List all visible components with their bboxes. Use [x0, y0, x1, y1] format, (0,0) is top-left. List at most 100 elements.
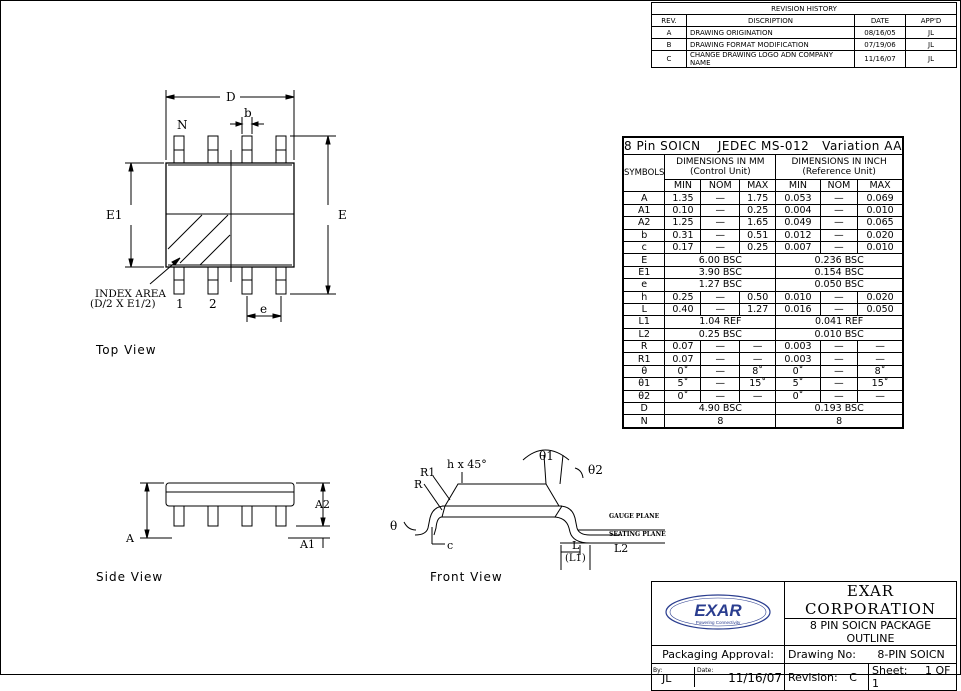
label-theta: θ: [390, 519, 397, 533]
dimension-value: 0.17: [664, 240, 702, 255]
dimension-value: —: [819, 191, 859, 205]
company-name: EXAR CORPORATION: [784, 581, 957, 619]
symbols-header: SYMBOLS: [622, 153, 666, 193]
label-L: L: [572, 539, 580, 552]
revision-cell: JL: [905, 50, 957, 68]
label-b: b: [244, 106, 252, 120]
drawing-number: 8-PIN SOICN: [877, 648, 945, 661]
dimension-value-inch: 8: [775, 414, 904, 429]
revision-label: Revision:: [788, 670, 838, 684]
label-seating-plane: SEATING PLANE: [609, 531, 666, 538]
exar-logo: EXAR Powering Connectivity: [665, 594, 771, 630]
logo-text: EXAR: [694, 601, 742, 620]
logo-cell: EXAR Powering Connectivity: [651, 581, 785, 646]
label-N: N: [177, 118, 188, 132]
dimension-table: 8 Pin SOICN JEDEC MS-012 Variation AA SY…: [622, 136, 904, 429]
drawing-number-cell: Drawing No: 8-PIN SOICN: [784, 645, 957, 664]
dimension-value: 1.35: [664, 191, 702, 205]
dimension-symbol: N: [622, 414, 666, 429]
dimension-value: —: [819, 240, 859, 255]
label-theta2: θ2: [588, 463, 603, 477]
label-pin2: 2: [209, 297, 217, 311]
label-A2: A2: [314, 498, 330, 511]
dimension-value: 0.069: [857, 191, 904, 205]
dimension-value: —: [700, 203, 741, 218]
drawing-number-label: Drawing No:: [788, 648, 856, 661]
front-view-label: Front View: [430, 570, 503, 584]
dimension-symbol: b: [622, 228, 666, 242]
label-gauge-plane: GAUGE PLANE: [609, 513, 660, 520]
label-e: e: [260, 302, 267, 316]
label-A: A: [125, 532, 135, 545]
dimension-value: 0.10: [664, 203, 702, 218]
dimension-value: —: [700, 228, 741, 242]
dimension-value-mm: 4.90 BSC: [664, 402, 777, 416]
by-value: JL: [662, 672, 672, 685]
dimension-value: 0.012: [775, 228, 821, 242]
logo-tagline: Powering Connectivity: [696, 620, 741, 625]
dimension-value: 0.010: [857, 203, 904, 218]
dimension-value: —: [819, 352, 859, 366]
label-D: D: [226, 90, 236, 104]
packaging-approval: Packaging Approval:: [651, 645, 785, 664]
revision-history-table: REVISION HISTORY REV. DISCRIPTION DATE A…: [651, 2, 957, 68]
top-view-label: Top View: [96, 343, 157, 357]
dimension-value: —: [819, 228, 859, 242]
dimension-value: 0.020: [857, 228, 904, 242]
package-title: 8 PIN SOICN PACKAGE OUTLINE: [784, 618, 957, 646]
label-theta1: θ1: [539, 449, 554, 463]
by-label: By:: [653, 667, 663, 674]
dimension-value: 0.004: [775, 203, 821, 218]
dimension-value: —: [819, 216, 859, 230]
label-index-area-dims: (D/2 X E1/2): [90, 298, 156, 310]
dimension-value: 0.065: [857, 216, 904, 230]
label-L2: L2: [614, 542, 628, 555]
dimension-value: 0˚: [664, 364, 702, 379]
label-E: E: [338, 208, 347, 222]
dimension-value: 0.010: [857, 240, 904, 255]
revision-cell: Revision: C: [784, 663, 869, 691]
dimension-symbol: D: [622, 402, 666, 416]
label-E1: E1: [106, 208, 122, 222]
date-label: Date:: [697, 667, 714, 674]
sheet-label: Sheet:: [872, 664, 908, 677]
label-R: R: [414, 478, 423, 491]
mm-max-header: MAX: [739, 178, 777, 193]
revision-cell: CHANGE DRAWING LOGO ADN COMPANY NAME: [686, 50, 855, 68]
by-field: By: JL: [652, 667, 695, 687]
label-pin1: 1: [176, 297, 184, 311]
dimension-value: 1.65: [739, 216, 777, 230]
label-h45: h x 45°: [447, 458, 487, 471]
label-A1: A1: [299, 538, 315, 551]
dimension-value-mm: 8: [664, 414, 777, 429]
date-field: Date: 11/16/07: [695, 667, 784, 687]
side-view-drawing: [140, 482, 330, 548]
dimension-value: 1.25: [664, 216, 702, 230]
mm-min-header: MIN: [664, 178, 702, 193]
sheet-cell: Sheet: 1 OF 1: [868, 663, 957, 691]
dimension-value: —: [700, 191, 741, 205]
inch-nom-header: NOM: [819, 178, 859, 193]
dimension-value: 1.75: [739, 191, 777, 205]
front-view-labels: h x 45° R1 R θ θ1 θ2 c L (L1) L2 GAUGE P…: [390, 449, 666, 564]
date-value: 11/16/07: [728, 671, 782, 685]
dimension-value: 0.25: [739, 203, 777, 218]
package-drawings: D b N E1 E e 1 2 INDEX AREA (D/2 X E1/2)…: [90, 90, 666, 570]
top-view-labels: D b N E1 E e 1 2 INDEX AREA (D/2 X E1/2): [90, 90, 347, 316]
side-view-labels: A A1 A2: [125, 498, 330, 551]
inch-min-header: MIN: [775, 178, 821, 193]
